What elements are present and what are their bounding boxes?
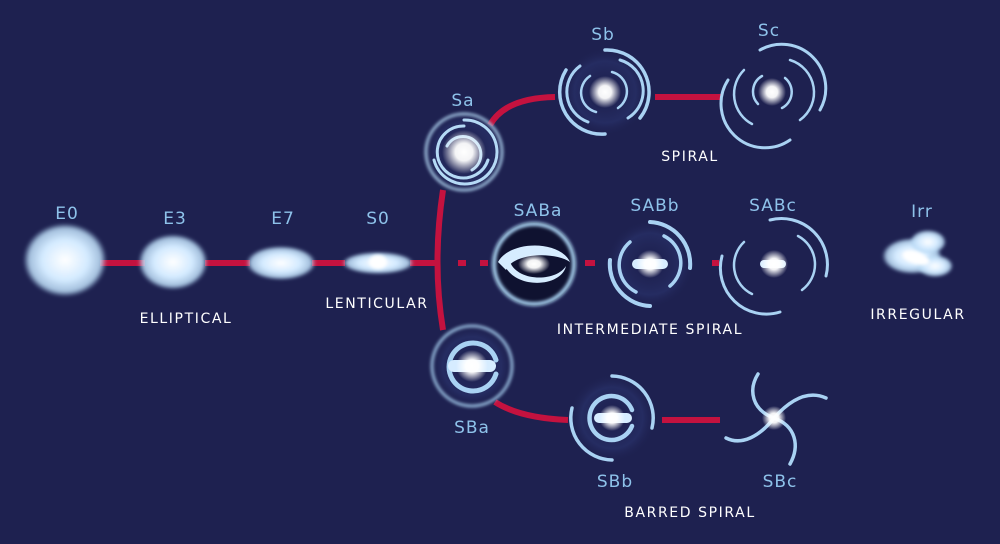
galaxy-sbb xyxy=(568,374,656,462)
galaxy-sc xyxy=(719,42,828,150)
category-intermediate-spiral: INTERMEDIATE SPIRAL xyxy=(557,322,743,338)
galaxy-s0 xyxy=(342,252,414,274)
label-sbc: SBc xyxy=(763,472,798,492)
label-sba: SBa xyxy=(454,418,490,438)
label-e3: E3 xyxy=(163,209,187,229)
label-sa: Sa xyxy=(451,91,474,111)
galaxy-sb xyxy=(558,48,651,136)
label-irr: Irr xyxy=(911,202,933,222)
galaxy-sabb xyxy=(606,220,694,308)
category-irregular: IRREGULAR xyxy=(870,307,965,323)
label-s0: S0 xyxy=(366,209,390,229)
label-sabc: SABc xyxy=(749,196,797,216)
galaxy-labels: E0 E3 E7 S0 Sa Sb Sc SABa SABb SABc SBa … xyxy=(55,21,933,492)
connector-sba-sbb xyxy=(493,399,569,423)
category-elliptical: ELLIPTICAL xyxy=(140,311,233,327)
galaxy-saba xyxy=(492,222,576,306)
galaxy-sa xyxy=(422,110,506,194)
label-saba: SABa xyxy=(514,201,563,221)
connector-sa-sb xyxy=(487,94,556,127)
galaxy-sba xyxy=(430,324,514,408)
category-labels: ELLIPTICAL LENTICULAR SPIRAL INTERMEDIAT… xyxy=(140,149,965,521)
category-lenticular: LENTICULAR xyxy=(325,296,428,312)
galaxy-e3 xyxy=(138,234,208,290)
connector-lines xyxy=(100,94,722,423)
galaxy-e7 xyxy=(246,246,316,280)
label-e0: E0 xyxy=(55,204,79,224)
galaxy-irr xyxy=(882,230,953,277)
label-e7: E7 xyxy=(271,209,295,229)
label-sb: Sb xyxy=(591,25,615,45)
label-sc: Sc xyxy=(758,21,780,41)
category-spiral: SPIRAL xyxy=(661,149,719,165)
galaxy-sbc xyxy=(724,372,828,466)
connector-fork-vertical xyxy=(434,189,446,331)
galaxy-e0 xyxy=(23,223,107,297)
category-barred-spiral: BARRED SPIRAL xyxy=(624,505,756,521)
label-sbb: SBb xyxy=(597,472,633,492)
galaxy-sabc xyxy=(718,217,829,316)
label-sabb: SABb xyxy=(630,196,679,216)
